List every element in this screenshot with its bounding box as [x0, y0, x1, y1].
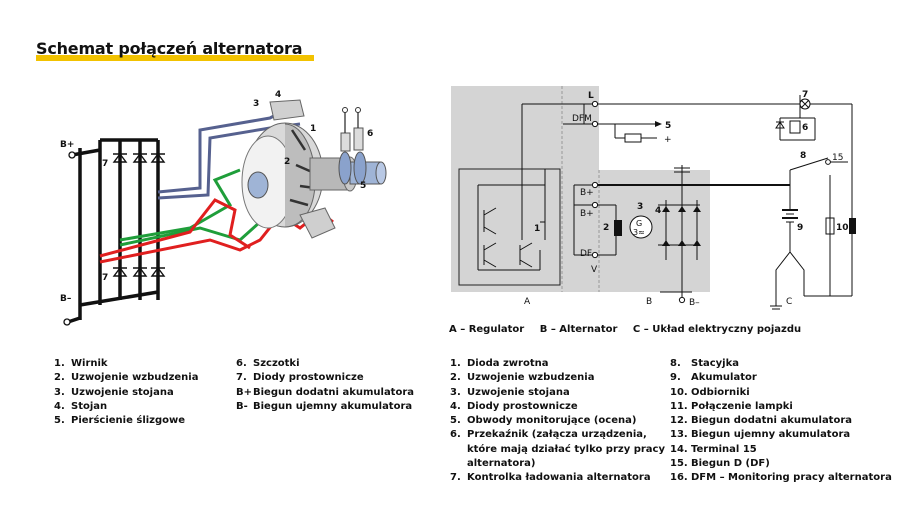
label-n7: 7	[802, 90, 808, 100]
generator-icon	[629, 215, 653, 239]
rectifier-diodes	[662, 206, 701, 246]
legend-item: 6.Szczotki	[236, 358, 300, 369]
legend-item: 1.Dioda zwrotna	[450, 358, 549, 369]
label-n3: 3	[637, 202, 643, 212]
terminal-Bplus1	[591, 181, 599, 189]
label-n10: 10	[836, 223, 849, 233]
legend-left-col2: 6.Szczotki 7.Diody prostownicze B+Biegun…	[236, 357, 414, 414]
legend-item: 2.Uzwojenie wzbudzenia	[450, 372, 595, 384]
legend-item: 4.Diody prostownicze	[450, 400, 578, 412]
label-G: G	[636, 219, 642, 228]
label-n6: 6	[802, 123, 808, 133]
diode-symbols	[112, 152, 166, 277]
label-A: A	[524, 297, 531, 307]
label-n4: 4	[275, 90, 281, 100]
legend-item: 1.Wirnik	[54, 358, 108, 369]
caption-b: B – Alternator	[539, 324, 618, 335]
caption-c: C – Układ elektryczny pojazdu	[632, 324, 802, 335]
regulator-box	[458, 168, 561, 286]
terminal-15	[825, 159, 831, 165]
label-n1: 1	[534, 224, 540, 234]
charge-lamp-icon	[799, 98, 811, 110]
terminal-DFM	[591, 120, 599, 128]
terminal-L	[591, 100, 599, 108]
rectifier-bridge	[67, 138, 160, 324]
legend-right-col1: 1.Dioda zwrotna 2.Uzwojenie wzbudzenia 3…	[450, 357, 665, 486]
terminal-Bminus	[678, 296, 686, 304]
label-n3: 3	[253, 99, 259, 109]
label-n2: 2	[603, 223, 609, 233]
legend-item: B-Biegun ujemny akumulatora	[236, 400, 413, 412]
arrow-icon	[655, 121, 662, 127]
right-diagram: L DFM 5 + B+ B+ DF V B– 1 2 3 4 G 3≈ 6 7…	[451, 86, 856, 310]
legend-item: 12.Biegun dodatni akumulatora	[670, 415, 853, 427]
label-B: B	[646, 297, 652, 307]
legend-item: 7.Kontrolka ładowania alternatora	[450, 472, 651, 484]
title-highlight	[36, 55, 314, 61]
load-block	[849, 218, 856, 234]
circuit-wires	[477, 95, 853, 310]
label-L: L	[588, 91, 594, 101]
label-bplus-2: B+	[580, 209, 594, 219]
label-n8: 8	[800, 151, 806, 161]
legend-item: 16.DFM – Monitoring pracy alternatora	[670, 472, 892, 484]
legend-item: 6.Przekaźnik (załącza urządzenia, które …	[450, 429, 665, 470]
legend-item: 3.Uzwojenie stojana	[54, 386, 174, 398]
diagram-caption: A – Regulator B – Alternator C – Układ e…	[449, 324, 813, 335]
label-n6: 6	[367, 129, 373, 139]
label-n7a: 7	[102, 159, 108, 169]
shaded-region	[451, 86, 710, 292]
legend-item: 2.Uzwojenie wzbudzenia	[54, 372, 199, 384]
left-diagram: B+ B– 1 2 3 4 5 6 7 7	[60, 90, 387, 326]
label-bminus: B–	[689, 298, 700, 308]
label-bplus-1: B+	[580, 188, 594, 198]
legend-item: B+Biegun dodatni akumulatora	[236, 386, 415, 398]
legend-item: 15.Biegun D (DF)	[670, 458, 770, 470]
legend-item: 9.Akumulator	[670, 372, 757, 384]
alternator-body	[241, 99, 387, 239]
red-wire-2	[99, 198, 251, 258]
label-n4: 4	[655, 206, 661, 216]
label-DFM: DFM	[572, 114, 592, 124]
page-title: Schemat połączeń alternatora	[36, 39, 303, 58]
legend-item: 4.Stojan	[54, 400, 108, 412]
legend-item: 11.Połączenie lampki	[670, 400, 793, 412]
label-n2: 2	[284, 157, 290, 167]
label-DF: DF	[580, 249, 592, 259]
label-G3: 3≈	[633, 228, 645, 237]
label-n5: 5	[360, 181, 366, 191]
label-bplus: B+	[60, 140, 74, 150]
legend-item: 13.Biegun ujemny akumulatora	[670, 429, 851, 441]
legend-item: 14.Terminal 15	[670, 443, 757, 455]
label-n9: 9	[797, 223, 803, 233]
label-5: 5	[665, 121, 671, 131]
green-wire-2	[119, 220, 262, 247]
green-wire	[119, 168, 241, 242]
field-winding	[614, 220, 622, 236]
legend-right-col2: 8.Stacyjka 9.Akumulator 10.Odbiorniki 11…	[670, 357, 892, 486]
label-V: V	[591, 265, 598, 275]
legend-item: 7.Diody prostownicze	[236, 372, 364, 384]
caption-a: A – Regulator	[449, 324, 525, 335]
terminal-Bplus2	[591, 201, 599, 209]
legend-item: 8.Stacyjka	[670, 358, 740, 369]
bplus-terminal	[68, 151, 76, 159]
legend-item: 5.Obwody monitorujące (ocena)	[450, 415, 637, 427]
label-C: C	[786, 297, 792, 307]
legend-item: 5.Pierścienie ślizgowe	[54, 415, 186, 427]
label-n7b: 7	[102, 273, 108, 283]
label-bminus: B–	[60, 294, 72, 304]
label-n1: 1	[310, 124, 316, 134]
legend-item: 10.Odbiorniki	[670, 386, 750, 398]
terminal-DF	[591, 251, 599, 259]
label-plus: +	[664, 135, 672, 145]
label-n15: 15	[832, 153, 843, 163]
bminus-terminal	[63, 318, 71, 326]
legend-item: 3.Uzwojenie stojana	[450, 386, 570, 398]
legend-left-col1: 1.Wirnik 2.Uzwojenie wzbudzenia 3.Uzwoje…	[54, 357, 198, 428]
